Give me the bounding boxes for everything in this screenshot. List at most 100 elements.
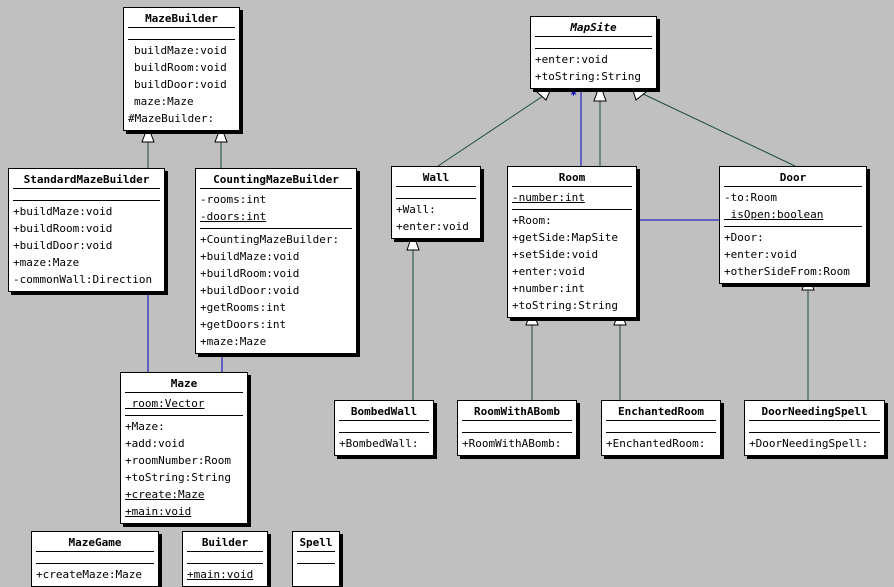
class-countingmazebuilder[interactable]: CountingMazeBuilder -rooms:int -doors:in… bbox=[195, 168, 357, 354]
operation: +DoorNeedingSpell: bbox=[749, 437, 869, 450]
operation: +maze:Maze bbox=[13, 256, 80, 269]
inheritance-arrowhead bbox=[214, 124, 228, 143]
attributes bbox=[335, 421, 433, 432]
class-name: Door bbox=[779, 171, 807, 184]
operation: +CountingMazeBuilder: bbox=[200, 233, 340, 246]
class-name: EnchantedRoom bbox=[617, 405, 705, 418]
class-bombedwall[interactable]: BombedWall +BombedWall: bbox=[334, 400, 434, 456]
operations: +Room: +getSide:MapSite +setSide:void +e… bbox=[508, 210, 636, 317]
operations: +Wall: +enter:void bbox=[392, 199, 480, 238]
class-standardmazebuilder[interactable]: StandardMazeBuilder +buildMaze:void +bui… bbox=[8, 168, 165, 292]
operations: +main:void bbox=[183, 564, 267, 586]
class-enchantedroom[interactable]: EnchantedRoom +EnchantedRoom: bbox=[601, 400, 721, 456]
class-name: StandardMazeBuilder bbox=[23, 173, 150, 186]
operation: +RoomWithABomb: bbox=[462, 437, 562, 450]
operation: +buildRoom:void bbox=[13, 222, 113, 235]
operation: +enter:void bbox=[724, 248, 797, 261]
operation: +main:void bbox=[187, 568, 254, 581]
operation: +Room: bbox=[512, 214, 552, 227]
class-mazebuilder[interactable]: MazeBuilder buildMaze:void buildRoom:voi… bbox=[123, 7, 240, 131]
class-mazegame[interactable]: MazeGame +createMaze:Maze bbox=[31, 531, 159, 587]
operation: #MazeBuilder: bbox=[128, 112, 215, 125]
attributes bbox=[32, 552, 158, 563]
inheritance-arrowhead bbox=[593, 82, 607, 102]
attribute: -number:int bbox=[512, 191, 585, 204]
operations: buildMaze:void buildRoom:void buildDoor:… bbox=[124, 40, 239, 130]
operation: buildMaze:void bbox=[134, 44, 227, 57]
operation: +toString:String bbox=[535, 70, 641, 83]
class-builder[interactable]: Builder +main:void bbox=[182, 531, 268, 587]
operation: +enter:void bbox=[535, 53, 608, 66]
operation: +add:void bbox=[125, 437, 185, 450]
operation: +toString:String bbox=[512, 299, 618, 312]
inheritance-arrowhead bbox=[141, 124, 155, 143]
class-name: DoorNeedingSpell bbox=[761, 405, 868, 418]
attribute: -doors:int bbox=[200, 210, 267, 223]
attributes bbox=[602, 421, 720, 432]
class-name: BombedWall bbox=[350, 405, 418, 418]
class-spell[interactable]: Spell bbox=[292, 531, 340, 587]
operation: +buildMaze:void bbox=[13, 205, 113, 218]
operations: +DoorNeedingSpell: bbox=[745, 433, 884, 455]
class-name: MapSite bbox=[570, 21, 617, 34]
operation: +otherSideFrom:Room bbox=[724, 265, 850, 278]
operation: +BombedWall: bbox=[339, 437, 419, 450]
class-maze[interactable]: Maze room:Vector +Maze: +add:void +roomN… bbox=[120, 372, 248, 524]
operation: +main:void bbox=[125, 505, 192, 518]
class-name: Spell bbox=[299, 536, 333, 549]
operation: maze:Maze bbox=[134, 95, 194, 108]
operation: buildDoor:void bbox=[134, 78, 227, 91]
attributes: -rooms:int -doors:int bbox=[196, 189, 356, 228]
multiplicity-label: * bbox=[570, 88, 577, 102]
operation: +toString:String bbox=[125, 471, 231, 484]
operations: +enter:void +toString:String bbox=[531, 49, 656, 88]
operation: +getDoors:int bbox=[200, 318, 287, 331]
attribute: isOpen:boolean bbox=[724, 208, 824, 221]
generalization-line bbox=[437, 93, 547, 167]
class-name: Maze bbox=[170, 377, 198, 390]
operation: +number:int bbox=[512, 282, 585, 295]
operation: +buildMaze:void bbox=[200, 250, 300, 263]
operation: +maze:Maze bbox=[200, 335, 267, 348]
class-wall[interactable]: Wall +Wall: +enter:void bbox=[391, 166, 481, 239]
class-roomwithabomb[interactable]: RoomWithABomb +RoomWithABomb: bbox=[457, 400, 577, 456]
class-name: CountingMazeBuilder bbox=[213, 173, 339, 186]
operation: +enter:void bbox=[512, 265, 585, 278]
operation: +setSide:void bbox=[512, 248, 599, 261]
class-name: Wall bbox=[422, 171, 450, 184]
operation: +buildRoom:void bbox=[200, 267, 300, 280]
attribute: -rooms:int bbox=[200, 193, 267, 206]
operation: +buildDoor:void bbox=[200, 284, 300, 297]
operation: +Wall: bbox=[396, 203, 436, 216]
class-name: MazeBuilder bbox=[145, 12, 218, 25]
attributes bbox=[458, 421, 576, 432]
attributes bbox=[745, 421, 884, 432]
operations: +Maze: +add:void +roomNumber:Room +toStr… bbox=[121, 416, 247, 523]
operations: +buildMaze:void +buildRoom:void +buildDo… bbox=[9, 201, 164, 291]
class-mapsite[interactable]: MapSite +enter:void +toString:String bbox=[530, 16, 657, 89]
attributes: -number:int bbox=[508, 187, 636, 209]
class-name: Builder bbox=[201, 536, 249, 549]
attribute: room:Vector bbox=[125, 397, 205, 410]
class-room[interactable]: Room -number:int +Room: +getSide:MapSite… bbox=[507, 166, 637, 318]
attribute: -to:Room bbox=[724, 191, 777, 204]
attributes bbox=[293, 552, 339, 563]
attributes bbox=[392, 187, 480, 198]
attributes bbox=[183, 552, 267, 563]
operation: +EnchantedRoom: bbox=[606, 437, 706, 450]
operations: +createMaze:Maze bbox=[32, 564, 158, 586]
operations: +BombedWall: bbox=[335, 433, 433, 455]
attributes bbox=[124, 28, 239, 39]
operation: +buildDoor:void bbox=[13, 239, 113, 252]
operation: buildRoom:void bbox=[134, 61, 227, 74]
class-name: Room bbox=[558, 171, 586, 184]
operation: +createMaze:Maze bbox=[36, 568, 142, 581]
operations: +CountingMazeBuilder: +buildMaze:void +b… bbox=[196, 229, 356, 353]
operations: +EnchantedRoom: bbox=[602, 433, 720, 455]
class-door[interactable]: Door -to:Room isOpen:boolean +Door: +ent… bbox=[719, 166, 867, 284]
operation: +getSide:MapSite bbox=[512, 231, 618, 244]
operation: +create:Maze bbox=[125, 488, 205, 501]
class-doorneedingspell[interactable]: DoorNeedingSpell +DoorNeedingSpell: bbox=[744, 400, 885, 456]
operation: +roomNumber:Room bbox=[125, 454, 231, 467]
generalization-line bbox=[640, 92, 796, 167]
